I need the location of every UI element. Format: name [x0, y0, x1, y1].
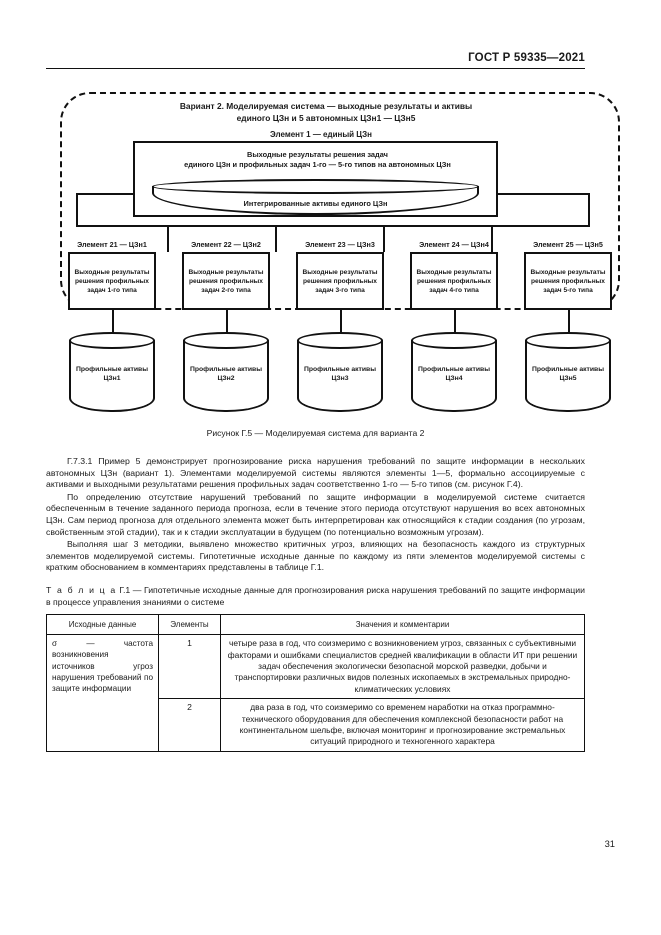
paragraph-definition: По определению отсутствие нарушений треб… [46, 491, 585, 537]
figure-g5: Вариант 2. Моделируемая система — выходн… [46, 92, 620, 422]
connector-left-riser [76, 193, 78, 226]
table-title-text: — Гипотетичные исходные данные для прогн… [46, 584, 585, 607]
cylinder-lid [411, 332, 497, 349]
cell-element-2: 2 [158, 698, 221, 752]
asset-cylinder-4-label: Профильные активы ЦЗн4 [417, 366, 491, 382]
element-24-box-text: Выходные результаты решения профильных з… [416, 268, 492, 294]
element-21-caption: Элемент 21 — ЦЗн1 [77, 240, 147, 249]
element-23-box-text: Выходные результаты решения профильных з… [302, 268, 378, 294]
connector-bus-horizontal [76, 225, 590, 227]
element-25-box-text: Выходные результаты решения профильных з… [530, 268, 606, 294]
cylinder-body [69, 340, 155, 412]
connector-asset-drop-1 [112, 310, 114, 336]
connector-asset-drop-4 [454, 310, 456, 336]
asset-cylinder-2-label: Профильные активы ЦЗн2 [189, 366, 263, 382]
cell-parameter-sigma: σ — частота возникновения источников угр… [46, 634, 159, 752]
asset-cylinder-4: Профильные активы ЦЗн4 [411, 332, 497, 412]
integrated-assets-label: Интегрированные активы единого ЦЗн [243, 199, 388, 208]
data-table: Исходные данные Элементы Значения и комм… [46, 614, 585, 752]
table-label: Т а б л и ц а [46, 584, 117, 595]
connector-asset-drop-2 [226, 310, 228, 336]
table-title: Т а б л и ц а Г.1 — Гипотетичные исходны… [46, 585, 585, 608]
page-number: 31 [604, 838, 615, 849]
page-header: ГОСТ Р 59335—2021 [46, 52, 585, 69]
table-number: Г.1 [119, 584, 131, 595]
element-22-box: Выходные результаты решения профильных з… [182, 252, 270, 310]
column-header-values: Значения и комментарии [220, 614, 585, 636]
element-22-box-text: Выходные результаты решения профильных з… [188, 268, 264, 294]
connector-right-stub [496, 193, 590, 195]
asset-cylinder-2: Профильные активы ЦЗн2 [183, 332, 269, 412]
cylinder-body [525, 340, 611, 412]
element-24-caption: Элемент 24 — ЦЗн4 [419, 240, 489, 249]
asset-cylinder-1: Профильные активы ЦЗн1 [69, 332, 155, 412]
cell-value-2: два раза в год, что соизмеримо со времен… [220, 698, 585, 752]
element-23-box: Выходные результаты решения профильных з… [296, 252, 384, 310]
connector-right-riser [588, 193, 590, 226]
element-21-box: Выходные результаты решения профильных з… [68, 252, 156, 310]
paragraph-g731: Г.7.3.1 Пример 5 демонстрирует прогнозир… [46, 456, 585, 490]
connector-drop-1 [167, 225, 169, 252]
asset-cylinder-3-label: Профильные активы ЦЗн3 [303, 366, 377, 382]
body-text: Г.7.3.1 Пример 5 демонстрирует прогнозир… [46, 456, 585, 752]
asset-cylinder-5: Профильные активы ЦЗн5 [525, 332, 611, 412]
header-rule [46, 68, 585, 69]
cell-value-1: четыре раза в год, что соизмеримо с возн… [220, 634, 585, 700]
element1-box-line1: Выходные результаты решения задач [247, 150, 388, 159]
paragraph-step3: Выполняя шаг 3 методики, выявлено множес… [46, 539, 585, 573]
element-25: Элемент 25 — ЦЗн5 Выходные результаты ре… [518, 240, 618, 310]
table-header-row: Исходные данные Элементы Значения и комм… [46, 614, 585, 636]
element1-box-text: Выходные результаты решения задач единог… [143, 150, 492, 170]
integrated-assets-cylinder: Интегрированные активы единого ЦЗн [152, 179, 479, 215]
column-header-source-data: Исходные данные [46, 614, 159, 636]
connector-drop-3 [383, 225, 385, 252]
cylinder-body [297, 340, 383, 412]
cell-element-1: 1 [158, 634, 221, 700]
figure-inner-title: Вариант 2. Моделируемая система — выходн… [116, 101, 536, 124]
connector-asset-drop-5 [568, 310, 570, 336]
element-boxes-row: Элемент 21 — ЦЗн1 Выходные результаты ре… [62, 240, 618, 312]
column-header-elements: Элементы [158, 614, 221, 636]
element1-caption: Элемент 1 — единый ЦЗн [270, 130, 372, 139]
figure-inner-title-line1: Вариант 2. Моделируемая система — выходн… [179, 101, 473, 111]
connector-left-stub [76, 193, 134, 195]
cylinder-lid [297, 332, 383, 349]
asset-cylinder-3: Профильные активы ЦЗн3 [297, 332, 383, 412]
cylinder-body [183, 340, 269, 412]
asset-cylinder-5-label: Профильные активы ЦЗн5 [531, 366, 605, 382]
element1-box-line2: единого ЦЗн и профильных задач 1-го — 5-… [184, 160, 451, 169]
element-25-box: Выходные результаты решения профильных з… [524, 252, 612, 310]
element-22: Элемент 22 — ЦЗн2 Выходные результаты ре… [176, 240, 276, 310]
cylinder-body [411, 340, 497, 412]
standard-number: ГОСТ Р 59335—2021 [468, 52, 585, 64]
cylinder-lid [525, 332, 611, 349]
asset-cylinder-1-label: Профильные активы ЦЗн1 [75, 366, 149, 382]
connector-asset-drop-3 [340, 310, 342, 336]
cylinder-lid [183, 332, 269, 349]
element-21: Элемент 21 — ЦЗн1 Выходные результаты ре… [62, 240, 162, 310]
element-24-box: Выходные результаты решения профильных з… [410, 252, 498, 310]
table-row: 2 два раза в год, что соизмеримо со врем… [47, 698, 585, 752]
element-22-caption: Элемент 22 — ЦЗн2 [191, 240, 261, 249]
element-21-box-text: Выходные результаты решения профильных з… [74, 268, 150, 294]
figure-inner-title-line2: единого ЦЗн и 5 автономных ЦЗн1 — ЦЗн5 [236, 112, 416, 123]
asset-cylinders-row: Профильные активы ЦЗн1 Профильные активы… [62, 332, 618, 412]
figure-caption: Рисунок Г.5 — Моделируемая система для в… [206, 428, 425, 438]
element-25-caption: Элемент 25 — ЦЗн5 [533, 240, 603, 249]
connector-drop-2 [275, 225, 277, 252]
element-23: Элемент 23 — ЦЗн3 Выходные результаты ре… [290, 240, 390, 310]
cylinder-lid [69, 332, 155, 349]
cylinder-lid [152, 179, 479, 194]
connector-drop-4 [491, 225, 493, 252]
element-24: Элемент 24 — ЦЗн4 Выходные результаты ре… [404, 240, 504, 310]
table-row: σ — частота возникновения источников угр… [46, 634, 585, 752]
element-23-caption: Элемент 23 — ЦЗн3 [305, 240, 375, 249]
